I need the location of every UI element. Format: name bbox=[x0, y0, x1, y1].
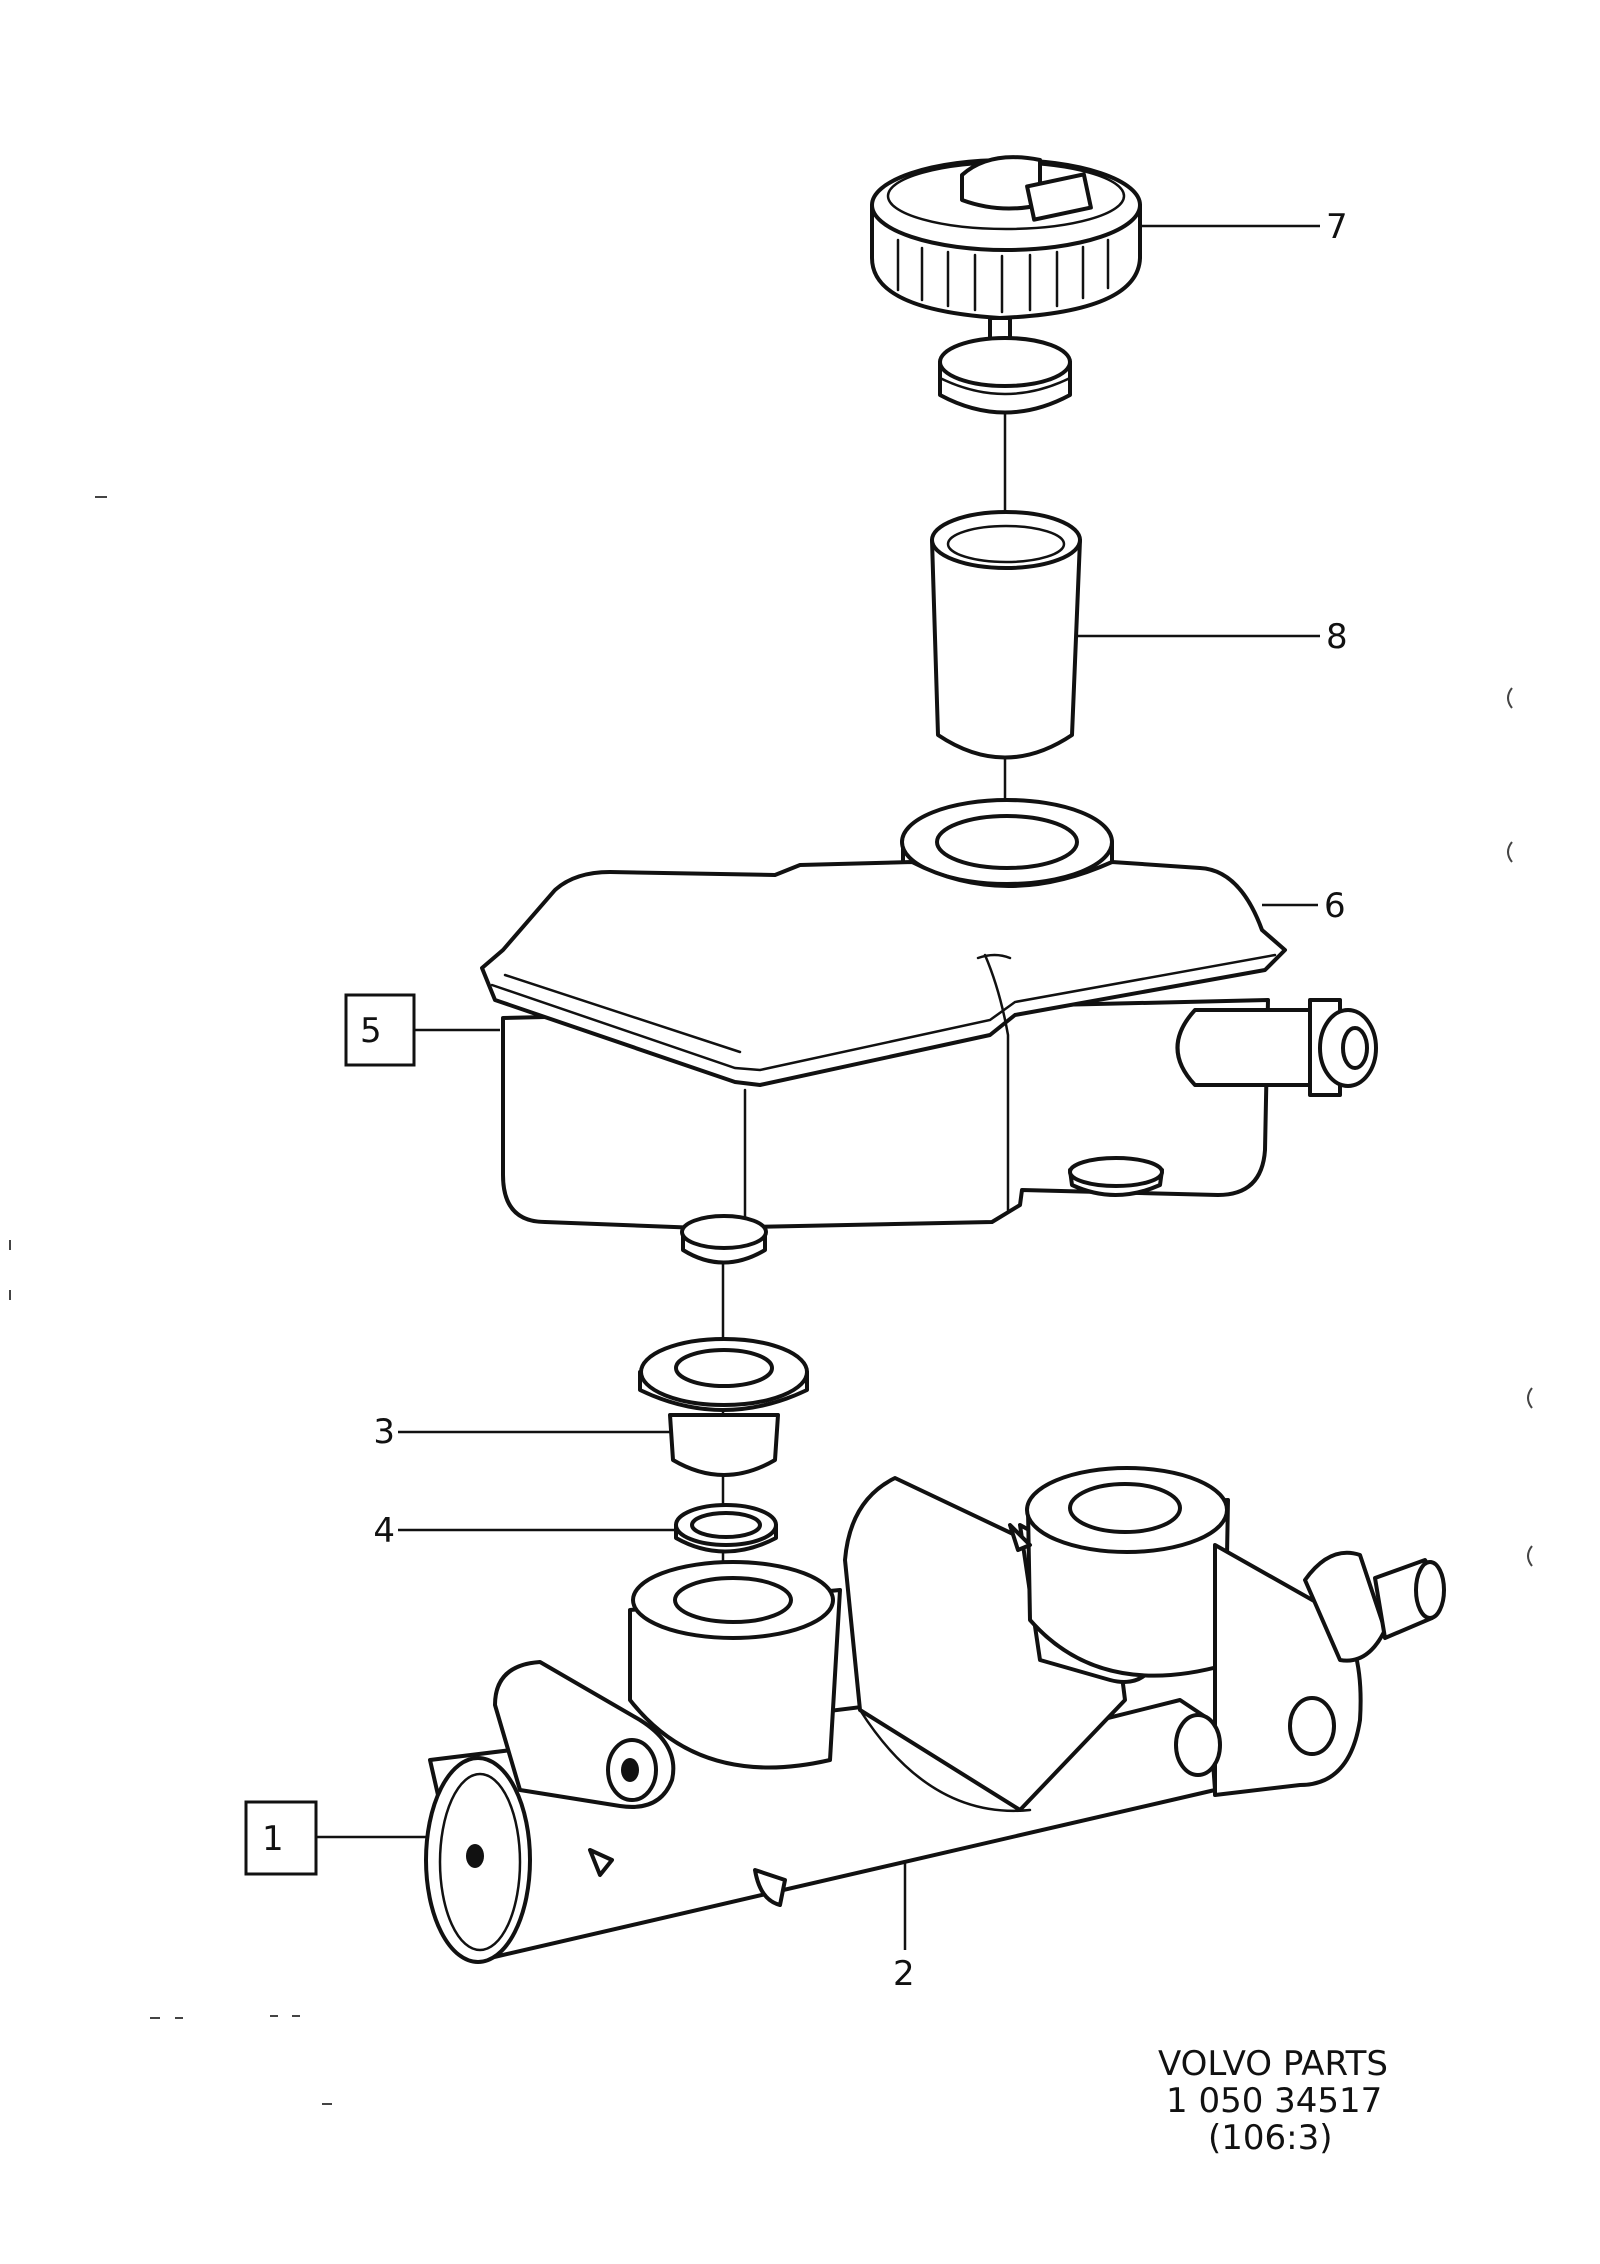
cap-seal bbox=[938, 336, 1072, 415]
reservoir-cap bbox=[870, 155, 1142, 344]
callout-5: 5 bbox=[360, 1011, 382, 1051]
callouts: 7 8 6 5 3 4 1 2 bbox=[244, 207, 1348, 1994]
callout-2: 2 bbox=[893, 1954, 915, 1994]
cap-knurling bbox=[896, 238, 1110, 314]
callout-8: 8 bbox=[1326, 617, 1348, 657]
footer-part-number: 1 050 34517 bbox=[1166, 2081, 1382, 2121]
fluid-reservoir bbox=[480, 860, 1378, 1265]
callout-5-box bbox=[344, 993, 416, 1067]
callout-4: 4 bbox=[373, 1511, 395, 1551]
scan-marks bbox=[9, 496, 1533, 2105]
catalog-reference: VOLVO PARTS 1 050 34517 (106:3) bbox=[1158, 2044, 1388, 2158]
callout-1-box bbox=[244, 1800, 318, 1876]
strainer bbox=[930, 510, 1082, 760]
leader-lines bbox=[316, 224, 1320, 1950]
callout-6: 6 bbox=[1324, 886, 1346, 926]
seal-collar bbox=[638, 1337, 809, 1477]
reservoir-neck bbox=[900, 798, 1114, 903]
footer-brand: VOLVO PARTS bbox=[1158, 2044, 1388, 2084]
master-cylinder bbox=[424, 1466, 1446, 1964]
footer-section: (106:3) bbox=[1208, 2118, 1333, 2158]
callout-7: 7 bbox=[1326, 207, 1348, 247]
o-ring bbox=[674, 1503, 778, 1554]
callout-1: 1 bbox=[262, 1819, 284, 1859]
callout-3: 3 bbox=[373, 1412, 395, 1452]
